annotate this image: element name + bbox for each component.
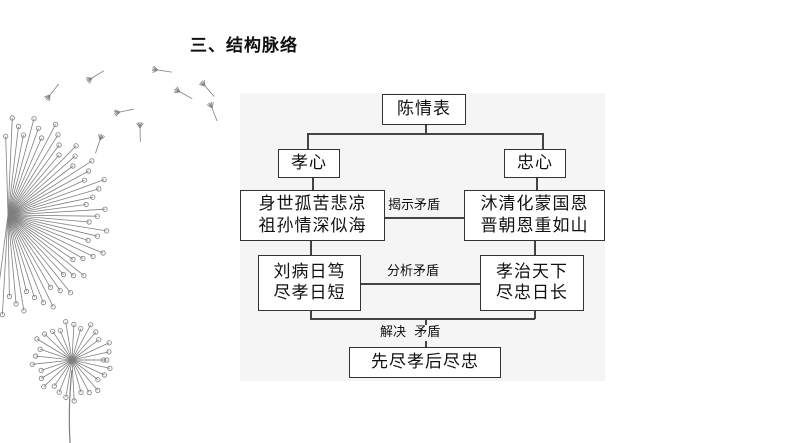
left-row1-node: 身世孤苦悲凉 祖孙情深似海 — [240, 190, 385, 241]
right-branch-text: 忠心 — [517, 152, 553, 173]
connector — [310, 311, 312, 319]
right-row1-line2: 晋朝恩重如山 — [480, 215, 589, 236]
connector — [542, 133, 544, 149]
connector — [360, 283, 480, 285]
connector — [310, 318, 535, 320]
link-label-resolve: 解决 矛盾 — [377, 325, 444, 341]
floating-seeds — [44, 65, 218, 154]
left-row2-line2: 尽孝日短 — [273, 283, 346, 303]
dandelion-head-small — [29, 319, 113, 404]
right-row1-line1: 沐清化蒙国恩 — [480, 194, 589, 215]
dandelion-head-large — [0, 115, 110, 318]
left-branch-node: 孝心 — [278, 149, 340, 178]
right-branch-node: 忠心 — [504, 149, 566, 178]
left-row2-node: 刘病日笃 尽孝日短 — [258, 255, 361, 311]
conclusion-text: 先尽孝后尽忠 — [371, 351, 479, 372]
right-row1-node: 沐清化蒙国恩 晋朝恩重如山 — [464, 190, 605, 241]
connector — [534, 241, 536, 255]
left-branch-text: 孝心 — [291, 152, 327, 173]
connector — [310, 241, 312, 255]
right-row2-line1: 孝治天下 — [496, 261, 568, 282]
connector — [307, 133, 309, 149]
conclusion-node: 先尽孝后尽忠 — [349, 347, 501, 378]
right-row2-node: 孝治天下 尽忠日长 — [480, 255, 584, 311]
left-row1-line2: 祖孙情深似海 — [258, 215, 367, 236]
right-row2-line2: 尽忠日长 — [496, 283, 568, 303]
link-label-analyze: 分析矛盾 — [384, 264, 443, 280]
link-label-reveal: 揭示矛盾 — [385, 198, 444, 214]
root-node-text: 陈情表 — [397, 98, 451, 119]
dandelion-stem — [68, 369, 73, 443]
connector — [312, 177, 314, 191]
structure-diagram: 陈情表 孝心 忠心 身世孤苦悲凉 祖孙情深似海 沐清化蒙国恩 晋朝恩重如山 刘病… — [240, 93, 605, 381]
section-heading: 三、结构脉络 — [190, 36, 298, 56]
root-node: 陈情表 — [382, 94, 466, 125]
left-row1-line1: 身世孤苦悲凉 — [258, 194, 367, 215]
connector — [534, 311, 536, 319]
connector — [536, 177, 538, 191]
connector — [385, 217, 465, 219]
connector — [425, 124, 427, 134]
left-row2-line1: 刘病日笃 — [273, 261, 346, 282]
